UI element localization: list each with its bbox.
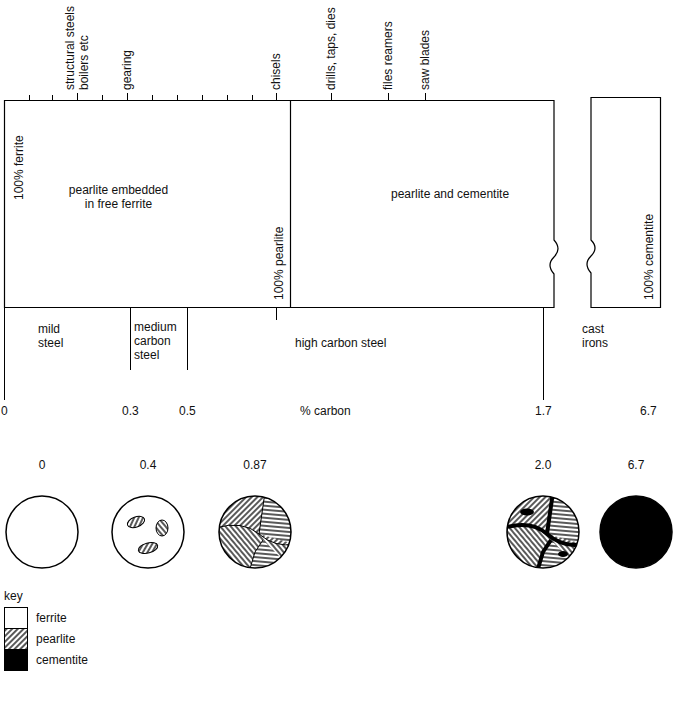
scale-tick	[177, 95, 178, 100]
micrograph-circle: 0.4	[108, 458, 191, 574]
scale-tick	[52, 95, 53, 100]
node-outline	[108, 458, 191, 574]
node-outline	[215, 458, 298, 574]
division-lines	[5, 308, 544, 400]
micrograph-circle: 6.7	[596, 458, 677, 574]
scale-ticks	[30, 93, 426, 100]
carbon-percent: 0.4	[108, 458, 188, 472]
legend-title: key	[4, 589, 23, 603]
legend-swatch	[4, 607, 28, 629]
application-label: saw blades	[418, 30, 432, 90]
scale-tick	[202, 95, 203, 100]
legend-swatch	[4, 628, 28, 650]
legend-text: pearlite	[36, 632, 75, 646]
scale-tick	[388, 93, 389, 100]
scale-tick	[425, 93, 426, 100]
application-label: drills, taps, dies	[324, 7, 338, 90]
axis-value: 0.3	[122, 404, 139, 418]
node-outline	[596, 458, 677, 574]
micrograph-circle: 0.87	[215, 458, 298, 574]
axis-value: 1.7	[535, 404, 552, 418]
division-line	[187, 308, 188, 370]
axis-value: 6.7	[640, 404, 657, 418]
cementite-box: 100% cementite	[583, 97, 661, 308]
legend-text: cementite	[36, 653, 88, 667]
scale-tick	[331, 93, 332, 100]
scale-tick	[77, 93, 78, 100]
axis-value: 0	[1, 404, 8, 418]
application-label: structural steels boilers etc	[63, 0, 91, 90]
carbon-percent: 0.87	[215, 458, 295, 472]
division-line	[4, 308, 5, 400]
region-label: pearlite and cementite	[391, 187, 509, 201]
application-label: chisels	[269, 53, 283, 90]
node-outline	[503, 458, 586, 574]
structure-band: 100% ferrite pearlite embedded in free fe…	[4, 100, 562, 308]
band-end-label: 100% ferrite	[12, 135, 26, 200]
division-line	[276, 308, 277, 320]
scale-tick	[276, 93, 277, 100]
axis-title: % carbon	[300, 404, 351, 418]
node-outline	[2, 458, 85, 574]
carbon-percent: 6.7	[596, 458, 676, 472]
application-label: files reamers	[381, 21, 395, 90]
steel-class: medium carbon steel	[134, 320, 184, 362]
carbon-percent: 2.0	[503, 458, 583, 472]
micrograph-circle: 2.0	[503, 458, 586, 574]
region-label: pearlite embedded in free ferrite	[66, 183, 171, 211]
legend-swatch	[4, 649, 28, 671]
legend-text: ferrite	[36, 611, 67, 625]
carbon-percent: 0	[2, 458, 82, 472]
band-end-label: 100% cementite	[642, 214, 656, 300]
scale-tick	[227, 95, 228, 100]
micrograph-circle: 0	[2, 458, 85, 574]
division-line	[543, 308, 544, 400]
scale-tick	[152, 95, 153, 100]
steel-class: mild steel	[38, 322, 78, 350]
steel-class: cast irons	[582, 322, 622, 350]
scale-tick	[102, 95, 103, 100]
axis-value: 0.5	[179, 404, 196, 418]
scale-tick	[252, 95, 253, 100]
band-divider-label: 100% pearlite	[272, 227, 286, 300]
division-line	[130, 308, 131, 370]
scale-tick	[127, 93, 128, 100]
scale-tick	[29, 95, 30, 100]
steel-class: high carbon steel	[295, 336, 386, 350]
application-label: gearing	[120, 50, 134, 90]
